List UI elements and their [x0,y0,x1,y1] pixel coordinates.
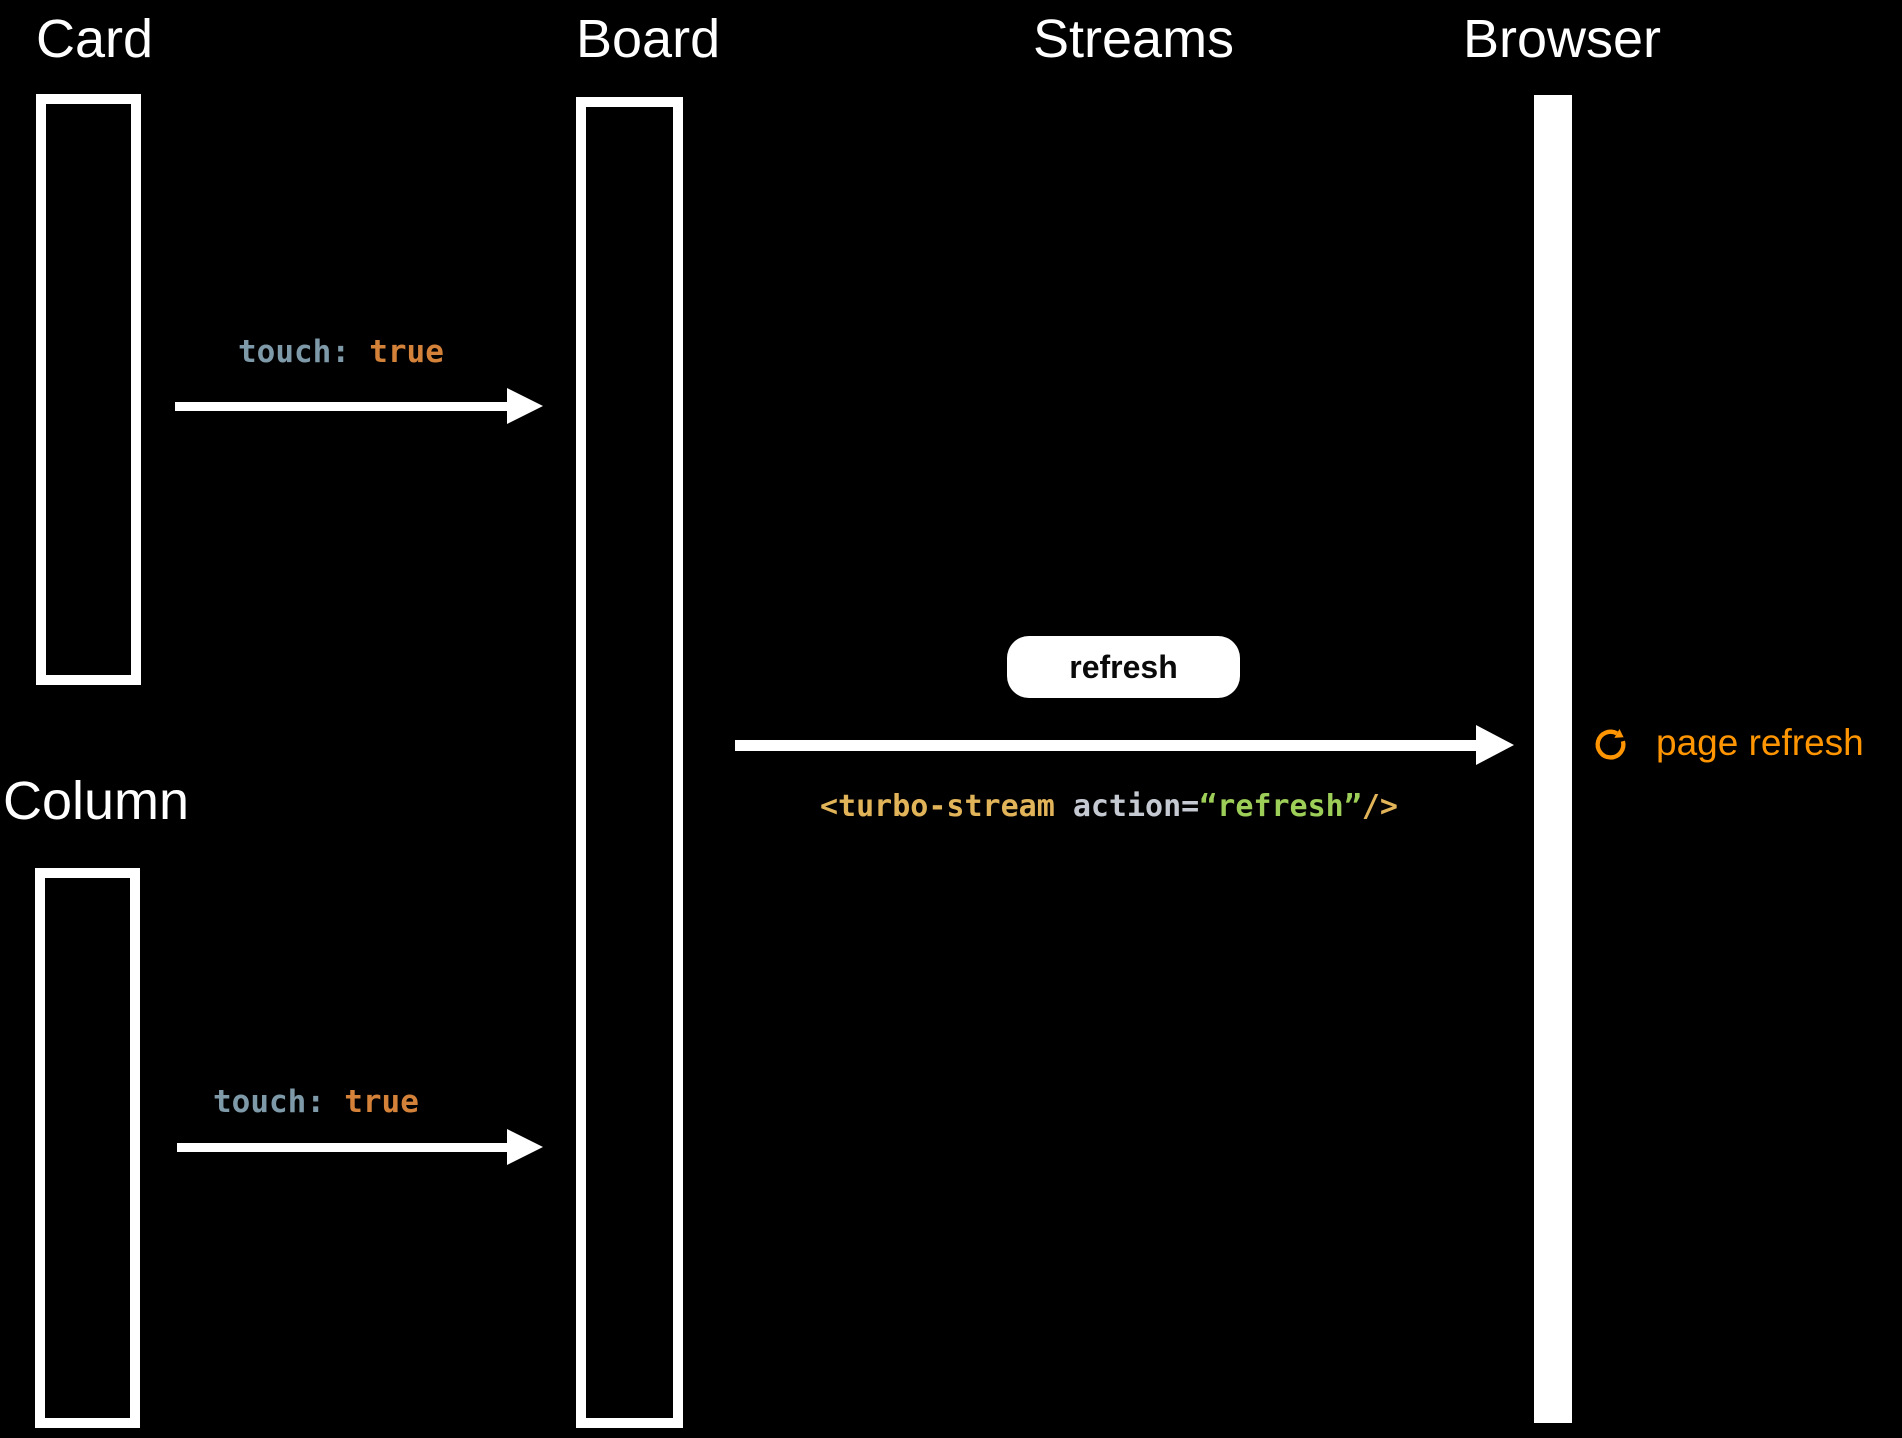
arrow-head-icon [507,1129,543,1165]
browser-lifeline-bar [1534,95,1572,1423]
arrow-shaft [735,740,1476,751]
code-tag: <turbo-stream [820,789,1055,824]
arrow-shaft [177,1143,507,1152]
arrow-shaft [175,402,507,411]
code-close: /> [1361,789,1398,824]
participant-label-column: Column [3,771,190,831]
board-activation-box [576,97,683,1428]
refresh-icon [1595,728,1626,760]
code-value: “refresh” [1199,789,1362,824]
refresh-badge-label: refresh [1069,648,1178,685]
arrow-head-icon [507,388,543,424]
participant-label-streams: Streams [1033,9,1235,69]
column-activation-box [35,868,140,1428]
touch-key-label: touch: [238,334,350,370]
card-activation-box [36,94,141,685]
page-refresh-label: page refresh [1656,722,1864,763]
arrow-head-icon [1476,725,1514,765]
touch-value-label: true [369,334,444,370]
touch-value-label: true [344,1084,419,1120]
page-refresh-indicator: page refresh [1592,721,1864,765]
turbo-stream-code: <turbo-stream action=“refresh”/> [820,789,1398,824]
message-label-touch-card: touch: true [238,334,444,370]
touch-key-label: touch: [213,1084,325,1120]
participant-label-board: Board [576,9,721,69]
code-attr: action= [1072,789,1200,824]
participant-label-card: Card [36,9,154,69]
message-label-touch-column: touch: true [213,1084,419,1120]
refresh-message-badge: refresh [1007,636,1240,698]
participant-label-browser: Browser [1463,9,1662,69]
